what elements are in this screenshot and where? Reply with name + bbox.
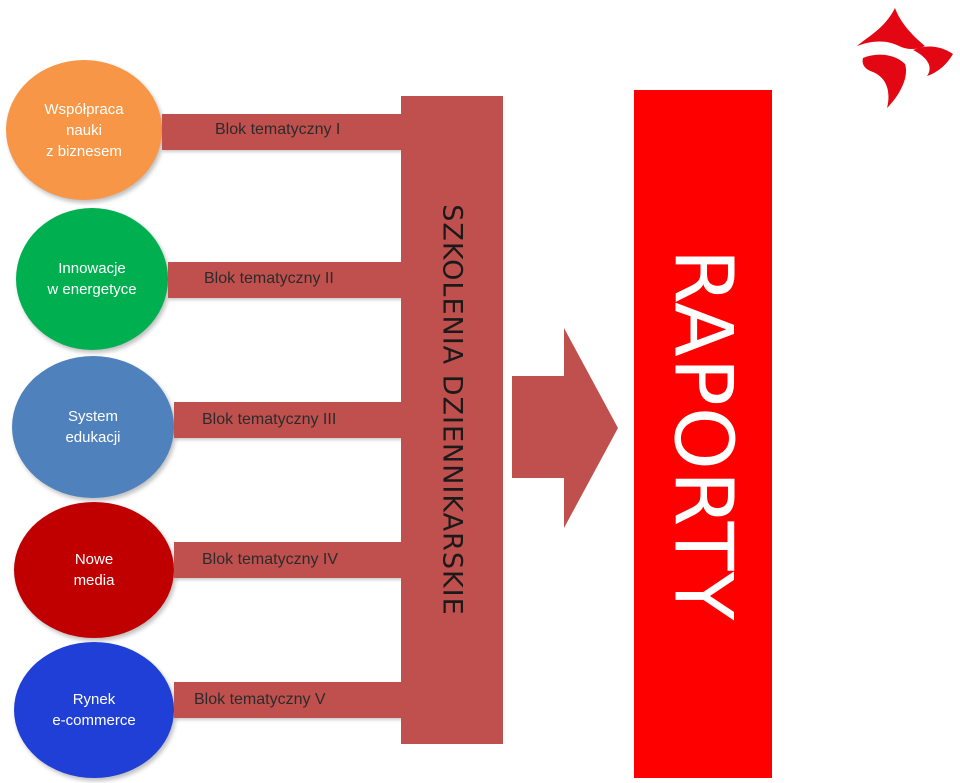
bird-logo-icon (857, 8, 953, 108)
topic-label: Współpraca nauki z biznesem (44, 100, 124, 160)
training-bar (401, 96, 503, 744)
topic-label: System edukacji (65, 408, 121, 446)
block-label-5: Blok tematyczny V (194, 691, 326, 708)
connector-3 (174, 402, 402, 438)
topic-ellipse-5: Rynek e-commerce (14, 642, 174, 778)
topic-ellipse-2: Innowacje w energetyce (16, 208, 168, 350)
topic-label: Nowe media (73, 551, 115, 589)
right-arrow-icon (512, 328, 618, 528)
topic-ellipse-3: System edukacji (12, 356, 174, 498)
block-label-4: Blok tematyczny IV (202, 551, 339, 568)
connector-4 (174, 542, 402, 578)
connector-2 (168, 262, 402, 298)
topic-ellipse-4: Nowe media (14, 502, 174, 638)
topic-ellipse-1: Współpraca nauki z biznesem (6, 60, 162, 200)
connector-1 (162, 114, 402, 150)
topic-label: Innowacje w energetyce (47, 260, 137, 298)
block-label-1: Blok tematyczny I (215, 121, 341, 138)
block-label-3: Blok tematyczny III (202, 411, 337, 428)
block-label-2: Blok tematyczny II (204, 270, 334, 287)
reports-label: RAPORTY (656, 248, 750, 622)
connector-5 (174, 682, 402, 718)
training-label: SZKOLENIA DZIENNIKARSKIE (436, 204, 468, 616)
topic-label: Rynek e-commerce (52, 691, 136, 729)
reports-bar (634, 90, 772, 778)
